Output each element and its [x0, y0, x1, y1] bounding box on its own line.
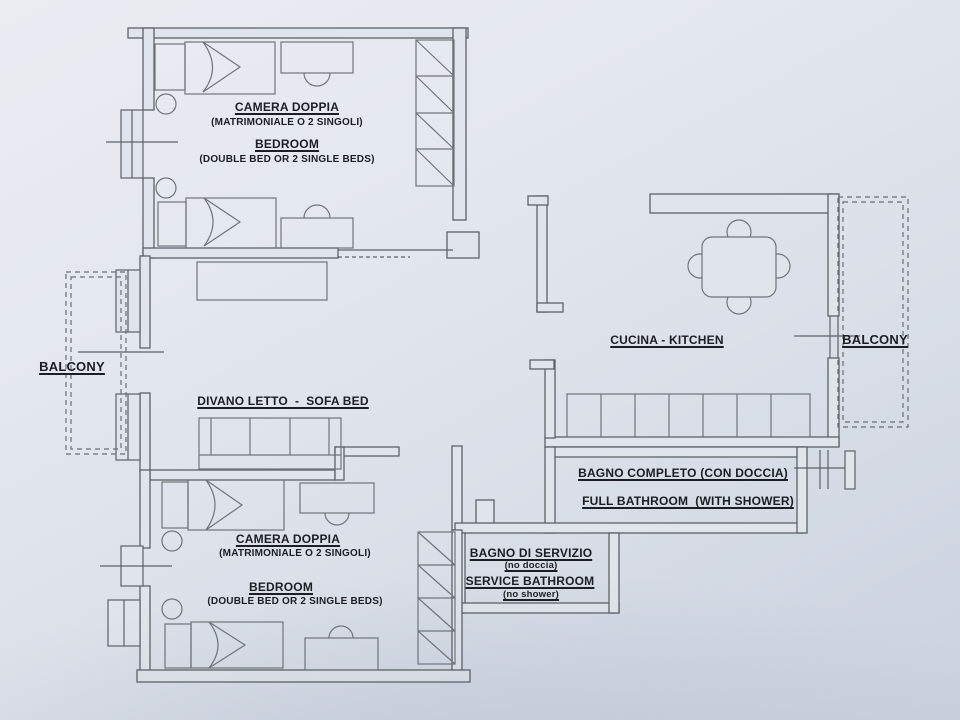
cabinet-icon — [196, 261, 328, 301]
full-bathroom-title-it: BAGNO COMPLETO (CON DOCCIA) — [578, 466, 788, 480]
full-bathroom-title-en: FULL BATHROOM (WITH SHOWER) — [582, 494, 794, 508]
desk-icon — [280, 204, 354, 249]
service-bathroom-title-en: SERVICE BATHROOM — [465, 574, 595, 588]
kitchen-label: CUCINA - KITCHEN — [610, 333, 724, 347]
nightstand-icon — [155, 93, 177, 115]
nightstand-icon — [161, 598, 183, 620]
chair-icon — [303, 72, 331, 87]
bedroom-bottom-subtitle-it: (MATRIMONIALE O 2 SINGOLI) — [219, 548, 371, 559]
wardrobe-icon — [415, 39, 455, 187]
bed-icon — [157, 197, 277, 249]
balcony-right-label: BALCONY — [842, 332, 908, 347]
service-bathroom-note-en: (no shower) — [502, 589, 560, 600]
bedroom-bottom-subtitle-en: (DOUBLE BED OR 2 SINGLE BEDS) — [207, 596, 383, 607]
wall-opening — [338, 249, 453, 258]
desk-icon — [304, 625, 379, 671]
wardrobe-icon — [417, 531, 456, 665]
balcony-left-outline — [65, 271, 127, 455]
walls — [127, 27, 840, 683]
nightstand-icon — [161, 530, 183, 552]
desk-icon — [280, 41, 354, 87]
sofa-bed-label: DIVANO LETTO - SOFA BED — [197, 394, 369, 408]
bedroom-top-title-en: BEDROOM — [254, 137, 320, 151]
sofa-icon — [198, 417, 342, 470]
balcony-right-outline — [837, 196, 909, 428]
bed-icon — [161, 479, 285, 531]
furniture — [154, 39, 811, 671]
service-bathroom-title-it: BAGNO DI SERVIZIO — [469, 546, 593, 560]
chair-icon — [328, 625, 354, 639]
nightstand-icon — [155, 177, 177, 199]
bed-icon — [164, 621, 284, 669]
desk-icon — [299, 482, 375, 526]
window-icon — [78, 109, 860, 647]
kitchen-counter-icon — [566, 393, 811, 438]
bedroom-top-subtitle-it: (MATRIMONIALE O 2 SINGOLI) — [211, 117, 363, 128]
bedroom-bottom-title-it: CAMERA DOPPIA — [235, 532, 341, 546]
chair-icon — [324, 512, 350, 526]
bed-icon — [154, 41, 276, 95]
dining-table-icon — [687, 219, 791, 315]
chair-icon — [303, 204, 331, 219]
balcony-left-label: BALCONY — [39, 359, 105, 374]
bedroom-top-title-it: CAMERA DOPPIA — [234, 100, 340, 114]
bedroom-bottom-title-en: BEDROOM — [248, 580, 314, 594]
service-bathroom-note-it: (no doccia) — [504, 560, 558, 571]
bedroom-top-subtitle-en: (DOUBLE BED OR 2 SINGLE BEDS) — [199, 154, 375, 165]
